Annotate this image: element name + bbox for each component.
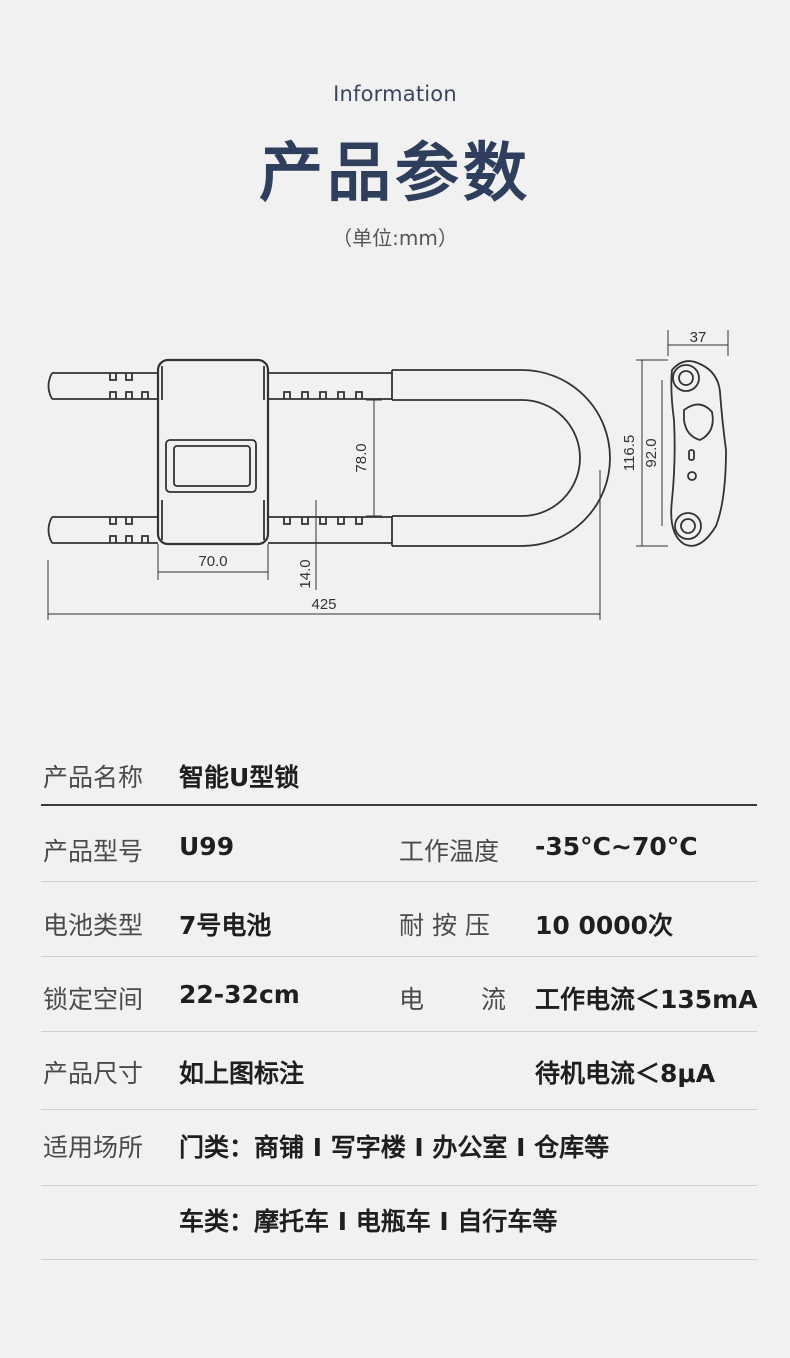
spec-value: 工作电流＜135mA: [535, 985, 758, 1014]
divider: [41, 1031, 757, 1032]
lock-technical-drawing: 78.0 70.0 14.0 425 37 116.5 92.0: [47, 329, 729, 620]
spec-label: 流: [481, 985, 507, 1014]
divider: [41, 1259, 757, 1260]
dim-side-width: 37: [690, 329, 707, 346]
dim-body-width: 70.0: [198, 553, 227, 570]
divider: [41, 881, 757, 882]
section-title: 产品参数: [259, 137, 531, 211]
spec-value: 门类：商铺 I 写字楼 I 办公室 I 仓库等: [179, 1133, 610, 1162]
dim-height-total: 116.5: [621, 435, 638, 471]
spec-value: 智能U型锁: [179, 763, 300, 792]
spec-label: 电池类型: [43, 911, 144, 940]
spec-value: 10 0000次: [535, 911, 674, 940]
spec-label: 工作温度: [399, 837, 500, 866]
dim-bar-gap: 14.0: [297, 559, 314, 588]
divider: [41, 956, 757, 957]
divider: [41, 804, 757, 806]
spec-value: 22-32cm: [179, 980, 300, 1009]
spec-value: -35°C~70°C: [535, 832, 698, 861]
dim-hole-spacing: 92.0: [643, 438, 660, 467]
spec-label: 耐 按 压: [399, 911, 490, 940]
spec-label: 锁定空间: [43, 985, 144, 1014]
spec-value: 7号电池: [179, 911, 272, 940]
spec-value: 如上图标注: [179, 1059, 305, 1088]
dim-inner-height: 78.0: [353, 443, 370, 472]
unit-note: （单位:mm）: [332, 226, 458, 250]
spec-label: 适用场所: [43, 1133, 144, 1162]
spec-label: 产品名称: [43, 763, 144, 792]
section-subtitle: Information: [333, 82, 457, 106]
spec-label: 产品尺寸: [43, 1059, 144, 1088]
spec-value: 车类：摩托车 I 电瓶车 I 自行车等: [179, 1207, 558, 1236]
spec-label: 产品型号: [43, 837, 144, 866]
divider: [41, 1185, 757, 1186]
spec-label: 电: [399, 985, 425, 1014]
spec-value: U99: [179, 832, 235, 861]
divider: [41, 1109, 757, 1110]
spec-value: 待机电流＜8μA: [535, 1059, 716, 1088]
dim-total-length: 425: [311, 596, 336, 613]
